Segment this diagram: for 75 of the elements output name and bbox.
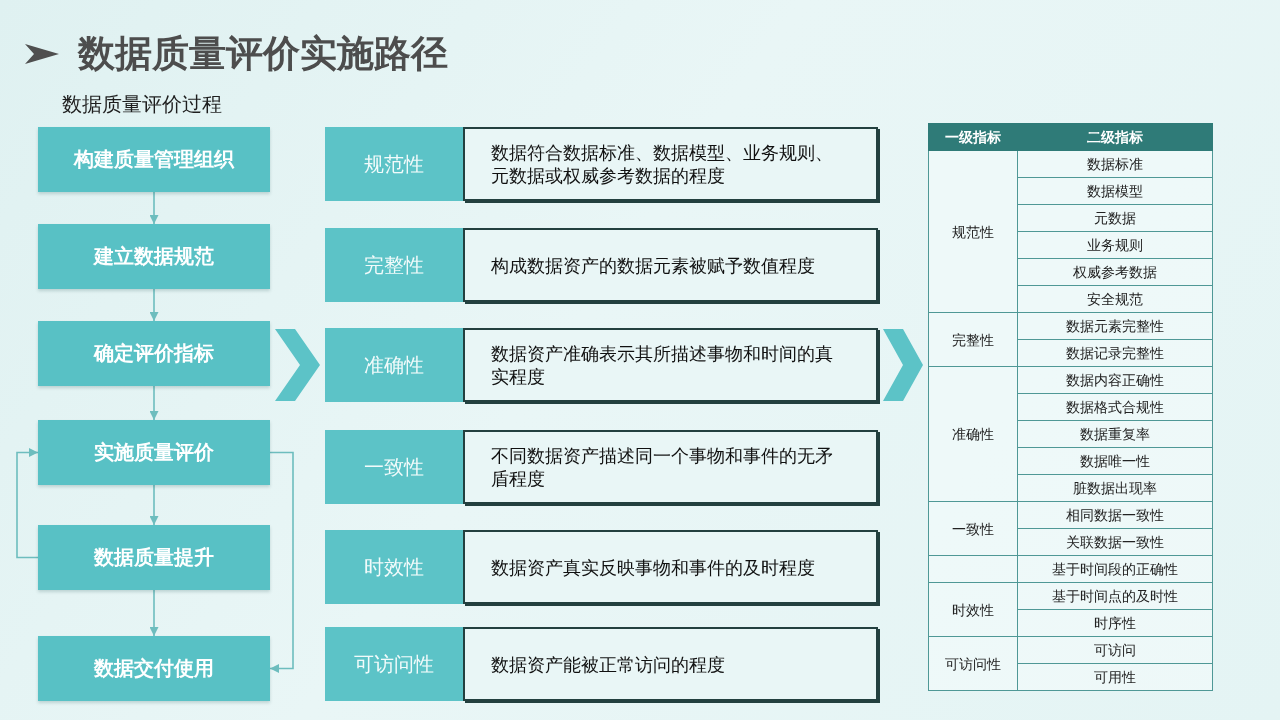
table-cell: 时序性 bbox=[1017, 609, 1213, 637]
process-box bbox=[38, 224, 270, 289]
category-box bbox=[325, 228, 463, 302]
flow-arrow bbox=[149, 385, 159, 421]
table-cell: 规范性 bbox=[928, 150, 1018, 313]
header-cell: 二级指标 bbox=[1017, 123, 1213, 151]
page-title: 数据质量评价实施路径 bbox=[78, 31, 448, 77]
table-cell: 数据元素完整性 bbox=[1017, 312, 1213, 340]
loop-arrow bbox=[269, 451, 294, 673]
category-box bbox=[325, 430, 463, 504]
table-cell: 时效性 bbox=[928, 582, 1018, 637]
table-cell: 基于时间段的正确性 bbox=[1017, 555, 1213, 583]
table-cell: 数据重复率 bbox=[1017, 420, 1213, 448]
category-box bbox=[325, 627, 463, 701]
description-box bbox=[463, 627, 878, 701]
table-cell: 可访问 bbox=[1017, 636, 1213, 664]
loop-arrow bbox=[16, 448, 39, 559]
category-box bbox=[325, 127, 463, 201]
category-label: 一致性 bbox=[364, 453, 424, 481]
process-box bbox=[38, 636, 270, 701]
flow-arrow bbox=[149, 191, 159, 225]
description-text: 数据资产能被正常访问的程度 bbox=[491, 652, 726, 676]
chevron-arrow bbox=[275, 329, 320, 401]
table-cell: 基于时间点的及时性 bbox=[1017, 582, 1213, 610]
process-box bbox=[38, 525, 270, 590]
table-cell: 数据模型 bbox=[1017, 177, 1213, 205]
table-cell: 权威参考数据 bbox=[1017, 258, 1213, 286]
description-text: 不同数据资产描述同一个事物和事件的无矛盾程度 bbox=[491, 444, 834, 490]
section-heading: 数据质量评价过程 bbox=[62, 91, 222, 118]
description-box bbox=[463, 328, 878, 402]
process-box bbox=[38, 127, 270, 192]
category-label: 规范性 bbox=[364, 150, 424, 178]
table-cell: 数据格式合规性 bbox=[1017, 393, 1213, 421]
description-box bbox=[463, 228, 878, 302]
description-text: 数据符合数据标准、数据模型、业务规则、元数据或权威参考数据的程度 bbox=[491, 141, 834, 187]
flow-arrow bbox=[149, 288, 159, 322]
chevron-arrow bbox=[883, 329, 923, 401]
category-label: 完整性 bbox=[364, 251, 424, 279]
description-text: 数据资产真实反映事物和事件的及时程度 bbox=[491, 555, 816, 579]
table-cell: 一致性 bbox=[928, 501, 1018, 556]
table-cell: 元数据 bbox=[1017, 204, 1213, 232]
table-cell: 相同数据一致性 bbox=[1017, 501, 1213, 529]
table-cell: 脏数据出现率 bbox=[1017, 474, 1213, 502]
table-cell: 可用性 bbox=[1017, 663, 1213, 691]
description-text: 构成数据资产的数据元素被赋予数值程度 bbox=[491, 253, 816, 277]
category-label: 准确性 bbox=[364, 351, 424, 379]
description-box bbox=[463, 530, 878, 604]
table-cell: 数据记录完整性 bbox=[1017, 339, 1213, 367]
table-cell: 安全规范 bbox=[1017, 285, 1213, 313]
step-label: 数据质量提升 bbox=[94, 544, 214, 571]
category-box bbox=[325, 530, 463, 604]
description-box bbox=[463, 127, 878, 201]
process-box bbox=[38, 420, 270, 485]
flow-arrow bbox=[149, 484, 159, 526]
table-cell: 数据标准 bbox=[1017, 150, 1213, 178]
description-text: 数据资产准确表示其所描述事物和时间的真实程度 bbox=[491, 342, 834, 388]
step-label: 构建质量管理组织 bbox=[74, 146, 234, 173]
category-label: 时效性 bbox=[364, 553, 424, 581]
step-label: 实施质量评价 bbox=[94, 439, 214, 466]
table-cell: 可访问性 bbox=[928, 636, 1018, 691]
header-cell: 一级指标 bbox=[928, 123, 1018, 151]
table-cell: 数据唯一性 bbox=[1017, 447, 1213, 475]
category-box bbox=[325, 328, 463, 402]
table-cell: 数据内容正确性 bbox=[1017, 366, 1213, 394]
description-box bbox=[463, 430, 878, 504]
category-label: 可访问性 bbox=[354, 650, 434, 678]
table-cell: 关联数据一致性 bbox=[1017, 528, 1213, 556]
step-label: 数据交付使用 bbox=[94, 655, 214, 682]
flow-arrow bbox=[149, 589, 159, 637]
table-cell: 业务规则 bbox=[1017, 231, 1213, 259]
step-label: 确定评价指标 bbox=[94, 340, 214, 367]
process-box bbox=[38, 321, 270, 386]
table-cell: 完整性 bbox=[928, 312, 1018, 367]
step-label: 建立数据规范 bbox=[94, 243, 214, 270]
table-cell: 准确性 bbox=[928, 366, 1018, 502]
